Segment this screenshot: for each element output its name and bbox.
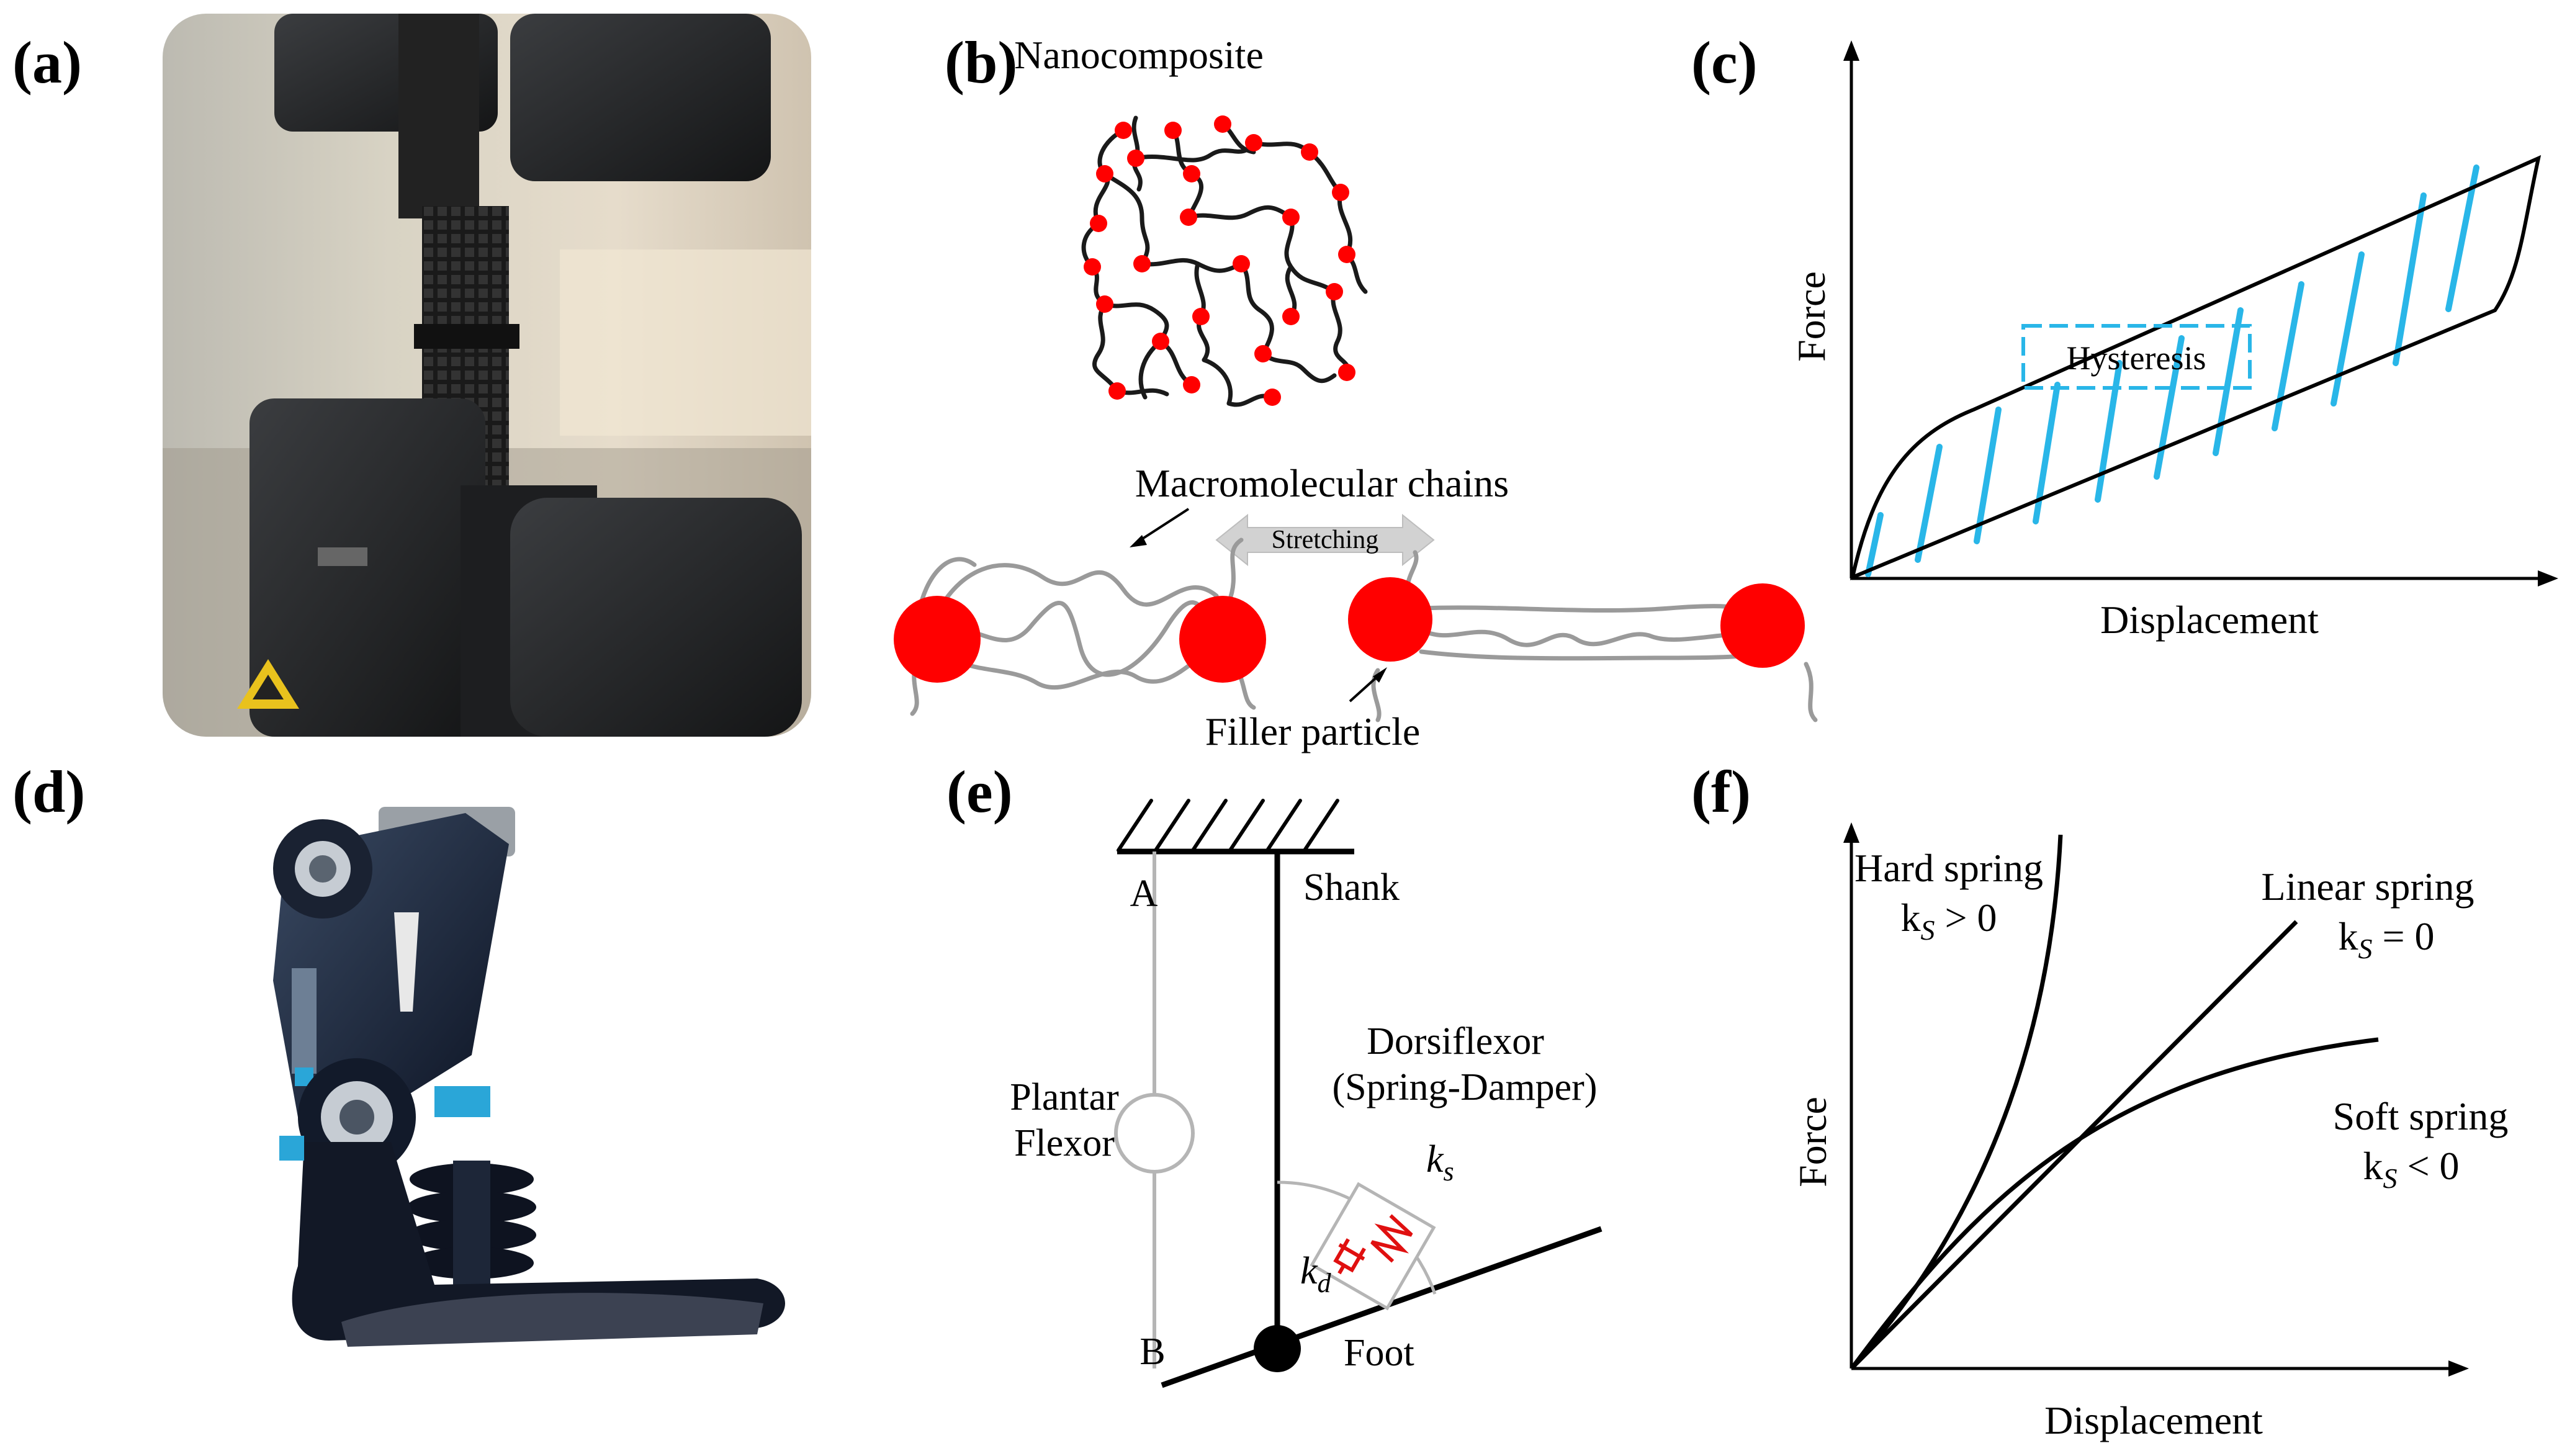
point-a-label: A bbox=[1130, 873, 1158, 915]
soft-spring-condition: kS < 0 bbox=[2363, 1144, 2459, 1194]
spring-damper bbox=[1310, 1182, 1436, 1311]
hysteresis-hatch bbox=[1865, 164, 2479, 577]
f-y-arrowhead bbox=[1843, 822, 1859, 843]
panel-a-photo bbox=[163, 14, 811, 737]
f-x-label: Displacement bbox=[2044, 1398, 2263, 1442]
c-y-label: Force bbox=[1789, 271, 1833, 362]
hard-spring-condition: kS > 0 bbox=[1900, 896, 1997, 946]
filler-particle-right-1 bbox=[1348, 577, 1432, 662]
c-y-arrowhead bbox=[1843, 40, 1859, 61]
hard-spring-label: Hard spring bbox=[1854, 846, 2043, 890]
filler-nodes bbox=[1084, 115, 1355, 406]
filler-particle-left-1 bbox=[894, 596, 981, 683]
c-x-label: Displacement bbox=[2100, 598, 2319, 642]
panel-f-plot: Hard spring kS > 0 Linear spring kS = 0 … bbox=[1791, 822, 2509, 1442]
ground-hatch bbox=[1117, 799, 1339, 852]
linear-spring-condition: kS = 0 bbox=[2338, 914, 2434, 964]
soft-spring-label: Soft spring bbox=[2333, 1094, 2509, 1138]
point-b-label: B bbox=[1139, 1331, 1165, 1373]
panel-label-c: (c) bbox=[1691, 29, 1758, 96]
shank-label: Shank bbox=[1303, 866, 1400, 909]
ks-label: ks bbox=[1426, 1138, 1454, 1187]
panel-e-diagram: A B Shank Foot Plantar Flexor Dorsiflexo… bbox=[1010, 799, 1602, 1388]
foot-label: Foot bbox=[1344, 1332, 1414, 1374]
filler-particle-label: Filler particle bbox=[1205, 709, 1421, 753]
panel-d-photo bbox=[248, 794, 801, 1390]
hysteresis-label: Hysteresis bbox=[2067, 339, 2206, 377]
dorsiflexor-label-1: Dorsiflexor bbox=[1367, 1020, 1544, 1063]
plantar-label-1: Plantar bbox=[1010, 1076, 1119, 1118]
panel-label-f: (f) bbox=[1691, 758, 1751, 825]
c-x-arrowhead bbox=[2538, 570, 2558, 586]
plantar-flexor-circle bbox=[1114, 1093, 1195, 1174]
foot-bar bbox=[1161, 1226, 1602, 1388]
ankle-joint bbox=[1254, 1325, 1301, 1372]
dorsiflexor-label-2: (Spring-Damper) bbox=[1333, 1066, 1598, 1108]
prosthetic-ankle-photo bbox=[273, 807, 785, 1347]
filler-particle-left-2 bbox=[1179, 596, 1266, 683]
hysteresis-box bbox=[2021, 324, 2252, 390]
nanocomposite-title: Nanocomposite bbox=[1014, 33, 1264, 77]
macromolecular-chains-label: Macromolecular chains bbox=[1135, 461, 1509, 505]
linear-spring-label: Linear spring bbox=[2262, 865, 2474, 909]
chain-pointer-arrow bbox=[1135, 508, 1190, 544]
tensile-test-photo bbox=[163, 14, 811, 737]
f-x-arrowhead bbox=[2448, 1360, 2469, 1377]
stretching-arrow bbox=[1215, 513, 1435, 567]
panel-c-plot: Hysteresis Force Displacement bbox=[1789, 40, 2558, 642]
filler-particle-right-2 bbox=[1720, 583, 1805, 668]
panel-b-diagram: Nanocomposite bbox=[894, 33, 1818, 753]
panel-label-b: (b) bbox=[945, 29, 1018, 96]
plantar-label-2: Flexor bbox=[1014, 1122, 1115, 1164]
stretching-label: Stretching bbox=[1272, 526, 1379, 554]
hard-spring-curve bbox=[1851, 834, 2063, 1369]
hysteresis-loop bbox=[1850, 155, 2542, 580]
soft-spring-curve bbox=[1851, 1037, 2379, 1369]
panel-label-a: (a) bbox=[12, 29, 82, 96]
chain-pointer-arrowhead bbox=[1130, 535, 1147, 547]
f-y-label: Force bbox=[1791, 1097, 1835, 1187]
panel-label-d: (d) bbox=[12, 758, 86, 825]
panel-label-e: (e) bbox=[946, 758, 1013, 825]
kd-label: kd bbox=[1300, 1250, 1332, 1298]
polymer-network bbox=[1081, 115, 1368, 407]
filler-pointer-arrowhead bbox=[1373, 667, 1387, 683]
